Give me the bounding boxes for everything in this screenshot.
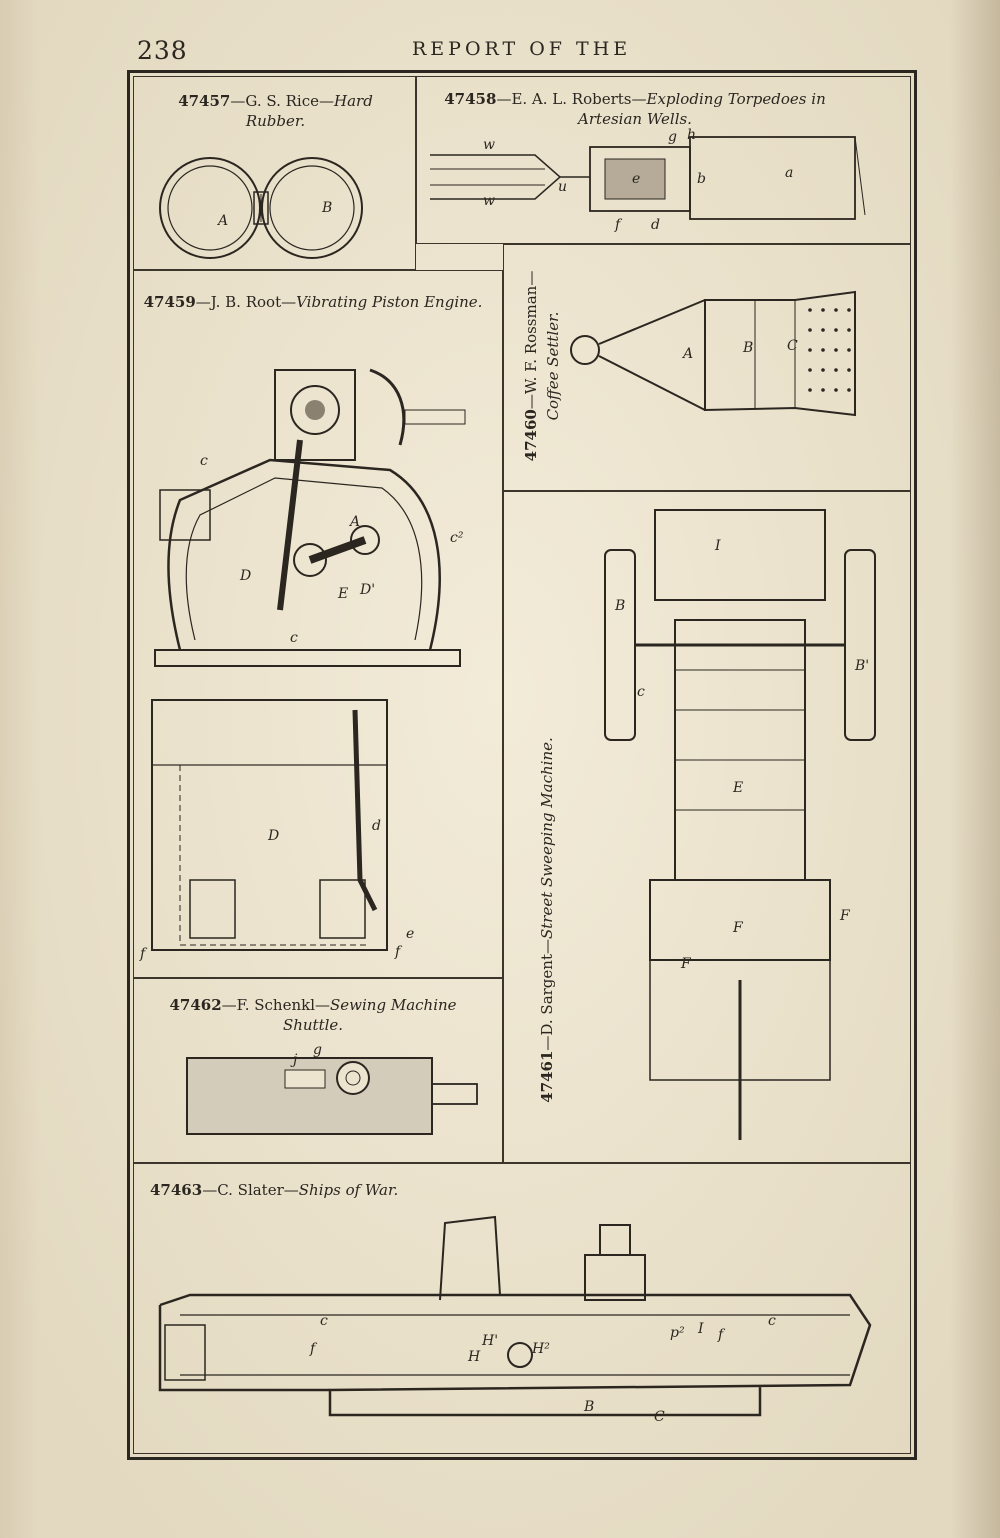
- part-label: B': [854, 658, 869, 674]
- figure-inventor: —W. F. Rossman—: [522, 270, 540, 410]
- figure-caption-47463: 47463—C. Slater—Ships of War.: [150, 1180, 450, 1200]
- warship-drawing: c f H' H H² p² I f c B C: [158, 1215, 872, 1425]
- part-label: I: [714, 538, 721, 554]
- figure-caption-47461: 47461—D. Sargent—Street Sweeping Machine…: [538, 730, 556, 1110]
- part-label: B: [742, 340, 753, 356]
- part-label: F: [839, 908, 851, 924]
- part-label: D': [359, 582, 375, 598]
- figure-inventor: —D. Sargent—: [538, 939, 556, 1051]
- part-label: c: [290, 630, 298, 646]
- hard-rubber-drawing: A B: [159, 157, 363, 259]
- part-label: w: [483, 193, 495, 209]
- part-label: H': [481, 1333, 498, 1349]
- running-title: REPORT OF THE: [412, 38, 632, 60]
- figure-number: 47463: [150, 1181, 203, 1199]
- part-label: c: [768, 1313, 776, 1329]
- figure-panel-47457: [133, 76, 416, 270]
- figure-panel-47461: [503, 491, 911, 1163]
- part-label: h: [687, 127, 696, 143]
- part-label: d: [372, 818, 381, 834]
- figure-caption-47457: 47457—G. S. Rice—Hard Rubber.: [148, 91, 403, 131]
- piston-engine-drawing: c A c² D E D' c: [154, 368, 466, 667]
- figure-inventor: —J. B. Root—: [195, 293, 297, 311]
- figure-panel-47460: [503, 244, 911, 491]
- part-label: g: [668, 129, 677, 145]
- figure-number: 47459: [143, 293, 196, 311]
- sewing-shuttle-drawing: j g: [186, 1042, 478, 1135]
- figure-number: 47460: [522, 409, 540, 462]
- part-label: B: [614, 598, 625, 614]
- figure-title: Vibrating Piston Engine.: [296, 293, 483, 311]
- part-label: b: [697, 171, 706, 187]
- figure-inventor: —E. A. L. Roberts—: [496, 90, 647, 108]
- page-number: 238: [137, 36, 188, 65]
- part-label: A: [216, 213, 228, 229]
- part-label: j: [290, 1052, 298, 1068]
- part-label: B: [321, 200, 332, 216]
- piston-engine-section-drawing: D d e f f: [139, 699, 414, 962]
- figure-title: Ships of War.: [298, 1181, 399, 1199]
- part-label: I: [697, 1321, 704, 1337]
- figure-caption-47459: 47459—J. B. Root—Vibrating Piston Engine…: [143, 292, 483, 312]
- figure-number: 47458: [444, 90, 497, 108]
- part-label: H²: [531, 1341, 550, 1357]
- plate-outer-border: [127, 70, 917, 1460]
- part-label: f: [614, 217, 623, 233]
- part-label: E: [337, 586, 348, 602]
- figure-panel-47462: [133, 978, 503, 1163]
- part-label: g: [313, 1042, 322, 1058]
- part-label: c: [320, 1313, 328, 1329]
- figure-title: Exploding Torpedoes in Artesian Wells.: [578, 90, 826, 128]
- part-label: c: [200, 453, 208, 469]
- part-label: c: [637, 684, 645, 700]
- street-sweeper-drawing: I B B' c E F F F: [604, 509, 876, 1140]
- figure-number: 47457: [178, 92, 231, 110]
- figure-panel-47459: [133, 270, 503, 978]
- torpedo-drawing: w w u g h e b a f d: [430, 127, 866, 233]
- part-label: D: [267, 828, 279, 844]
- figure-title: Hard Rubber.: [245, 92, 373, 130]
- part-label: f: [309, 1341, 318, 1357]
- figure-title: Street Sweeping Machine.: [538, 737, 556, 940]
- part-label: C: [654, 1409, 665, 1425]
- figure-number: 47461: [538, 1050, 556, 1103]
- figure-panel-47458: [416, 76, 911, 244]
- part-label: u: [558, 179, 567, 195]
- part-label: A: [681, 346, 693, 362]
- part-label: B: [583, 1399, 594, 1415]
- part-label: E: [732, 780, 743, 796]
- part-label: e: [632, 171, 640, 187]
- part-label: F: [680, 956, 692, 972]
- part-label: f: [717, 1327, 726, 1343]
- figure-inventor: —G. S. Rice—: [230, 92, 335, 110]
- figure-inventor: —C. Slater—: [202, 1181, 299, 1199]
- figure-inventor: —F. Schenkl—: [221, 996, 331, 1014]
- part-label: F: [732, 920, 744, 936]
- part-label: w: [483, 137, 495, 153]
- part-label: A: [348, 514, 360, 530]
- part-label: D: [239, 568, 251, 584]
- part-label: f: [394, 944, 403, 960]
- part-label: f: [139, 946, 148, 962]
- part-label: H: [467, 1349, 481, 1365]
- part-label: d: [651, 217, 660, 233]
- part-label: p²: [670, 1325, 685, 1341]
- coffee-settler-drawing: A B C: [570, 290, 856, 417]
- part-label: c²: [450, 530, 464, 546]
- part-label: a: [785, 165, 793, 181]
- figure-title: Sewing Machine Shuttle.: [282, 996, 457, 1034]
- figure-panel-47463: [133, 1163, 911, 1454]
- part-label: C: [787, 338, 798, 354]
- part-label: e: [406, 926, 414, 942]
- figure-caption-47460: 47460—W. F. Rossman—Coffee Settler.: [520, 256, 564, 476]
- figure-title: Coffee Settler.: [544, 311, 562, 421]
- figure-caption-47458: 47458—E. A. L. Roberts—Exploding Torpedo…: [425, 89, 845, 129]
- figure-caption-47462: 47462—F. Schenkl—Sewing Machine Shuttle.: [143, 995, 483, 1035]
- figure-number: 47462: [169, 996, 222, 1014]
